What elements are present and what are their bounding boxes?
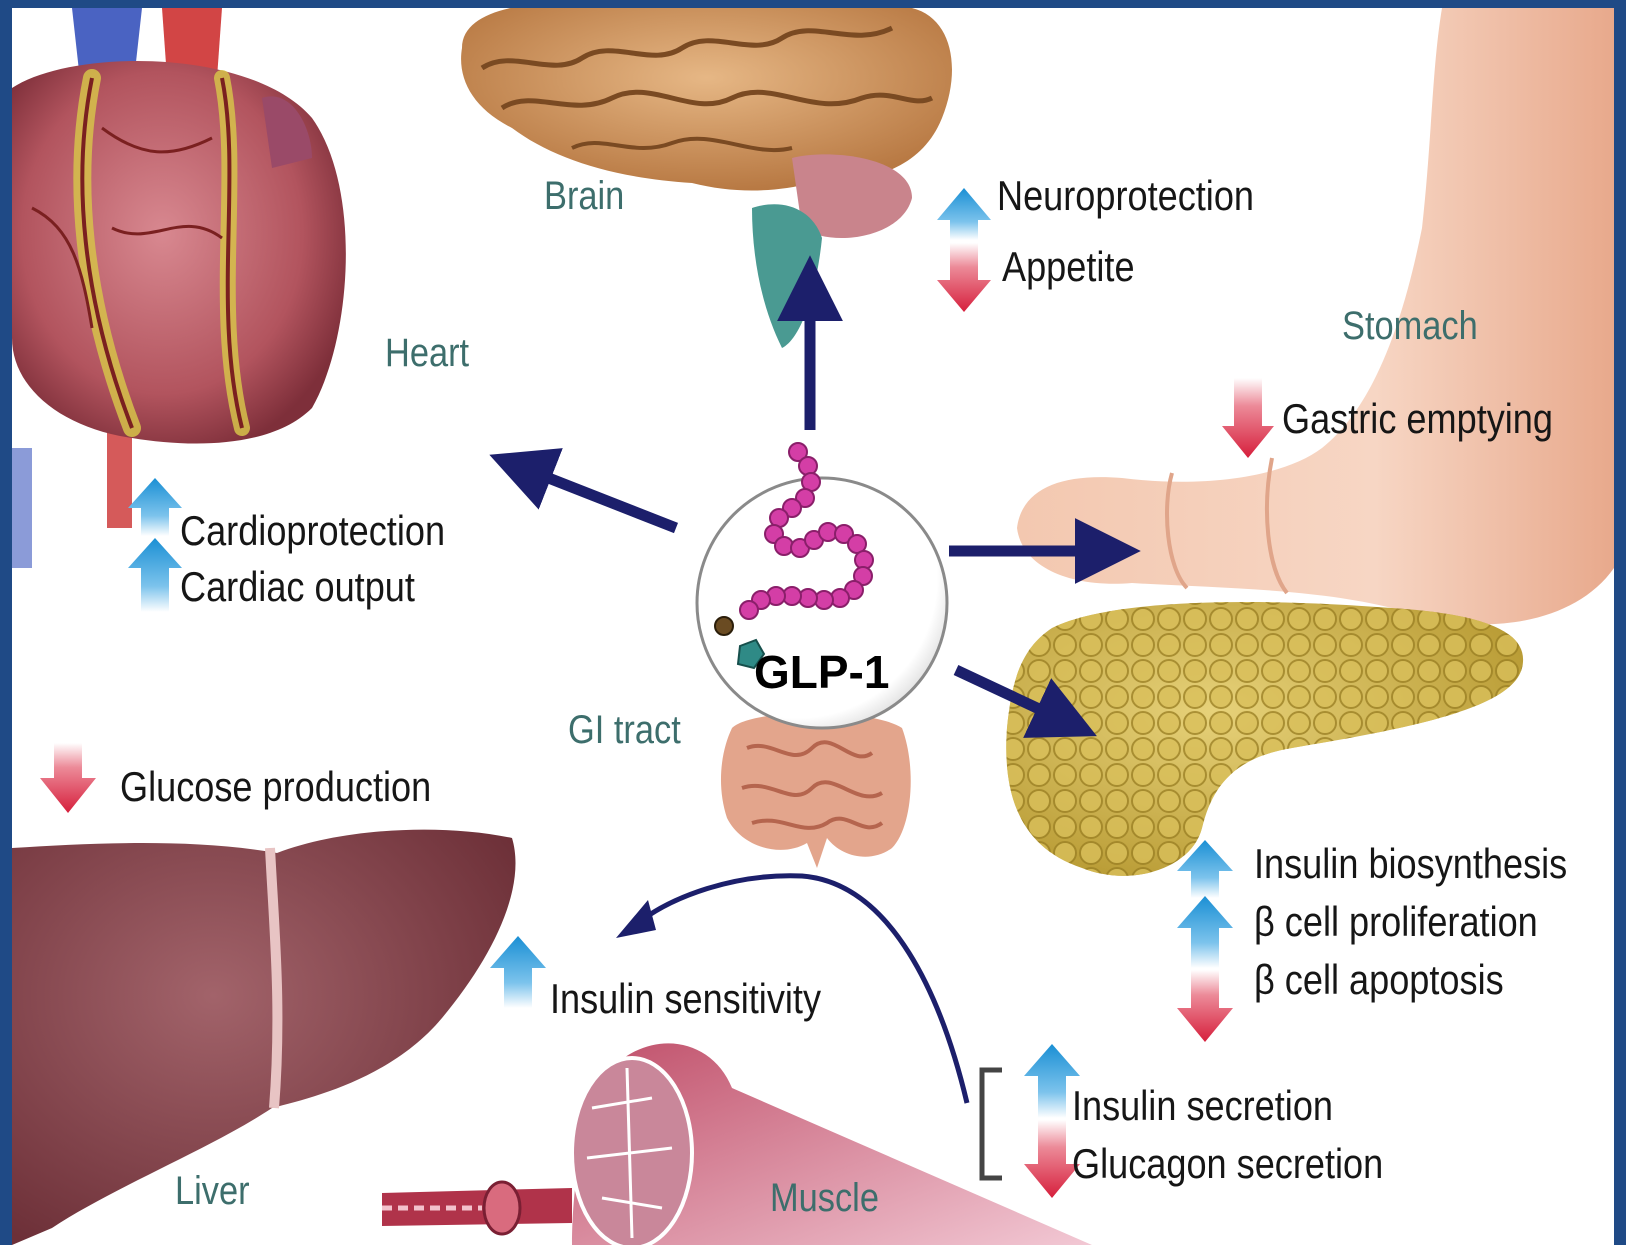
liver-illustration (12, 830, 516, 1245)
diagram-illustration (12, 8, 1614, 1245)
muscle-label: Muscle (770, 1178, 879, 1218)
beta-cell-apoptosis-label: β cell apoptosis (1254, 959, 1504, 1001)
muscle-illustration (382, 1043, 1092, 1245)
down-arrow-beta-cell-apoptosis (1177, 970, 1233, 1042)
down-arrow-glucose-production (40, 743, 96, 813)
heart-illustration (12, 8, 346, 568)
diagram-canvas: Brain Heart Stomach GI tract Liver Muscl… (12, 8, 1614, 1245)
glucose-production-label: Glucose production (120, 766, 431, 808)
up-arrow-beta-cell-proliferation (1177, 896, 1233, 968)
brain-illustration (461, 8, 952, 348)
down-arrow-appetite (937, 243, 991, 312)
secretion-bracket (982, 1070, 1002, 1178)
liver-label: Liver (175, 1171, 250, 1211)
up-arrow-cardioprotection (128, 478, 182, 536)
stomach-illustration (1017, 8, 1614, 624)
brain-label: Brain (544, 176, 624, 216)
gastric-emptying-label: Gastric emptying (1282, 398, 1553, 440)
insulin-biosynthesis-label: Insulin biosynthesis (1254, 843, 1567, 885)
stomach-label: Stomach (1342, 306, 1478, 346)
glucagon-secretion-label: Glucagon secretion (1072, 1143, 1383, 1185)
heart-label: Heart (385, 333, 469, 373)
pancreas-illustration (1006, 602, 1523, 876)
cardioprotection-label: Cardioprotection (180, 510, 445, 552)
gi-tract-label: GI tract (568, 710, 681, 750)
arrow-to-heart (518, 466, 676, 528)
down-arrow-gastric-emptying (1222, 378, 1274, 458)
cardiac-output-label: Cardiac output (180, 566, 415, 608)
appetite-label: Appetite (1002, 246, 1135, 288)
neuroprotection-label: Neuroprotection (997, 175, 1254, 217)
up-arrow-insulin-sensitivity (490, 936, 546, 1008)
up-arrow-cardiac-output (128, 538, 182, 612)
up-arrow-neuroprotection (937, 188, 991, 240)
beta-cell-proliferation-label: β cell proliferation (1254, 901, 1538, 943)
insulin-sensitivity-label: Insulin sensitivity (550, 978, 821, 1020)
gi-tract-illustration (721, 713, 911, 868)
insulin-secretion-label: Insulin secretion (1072, 1085, 1333, 1127)
glp1-label: GLP-1 (754, 649, 889, 695)
